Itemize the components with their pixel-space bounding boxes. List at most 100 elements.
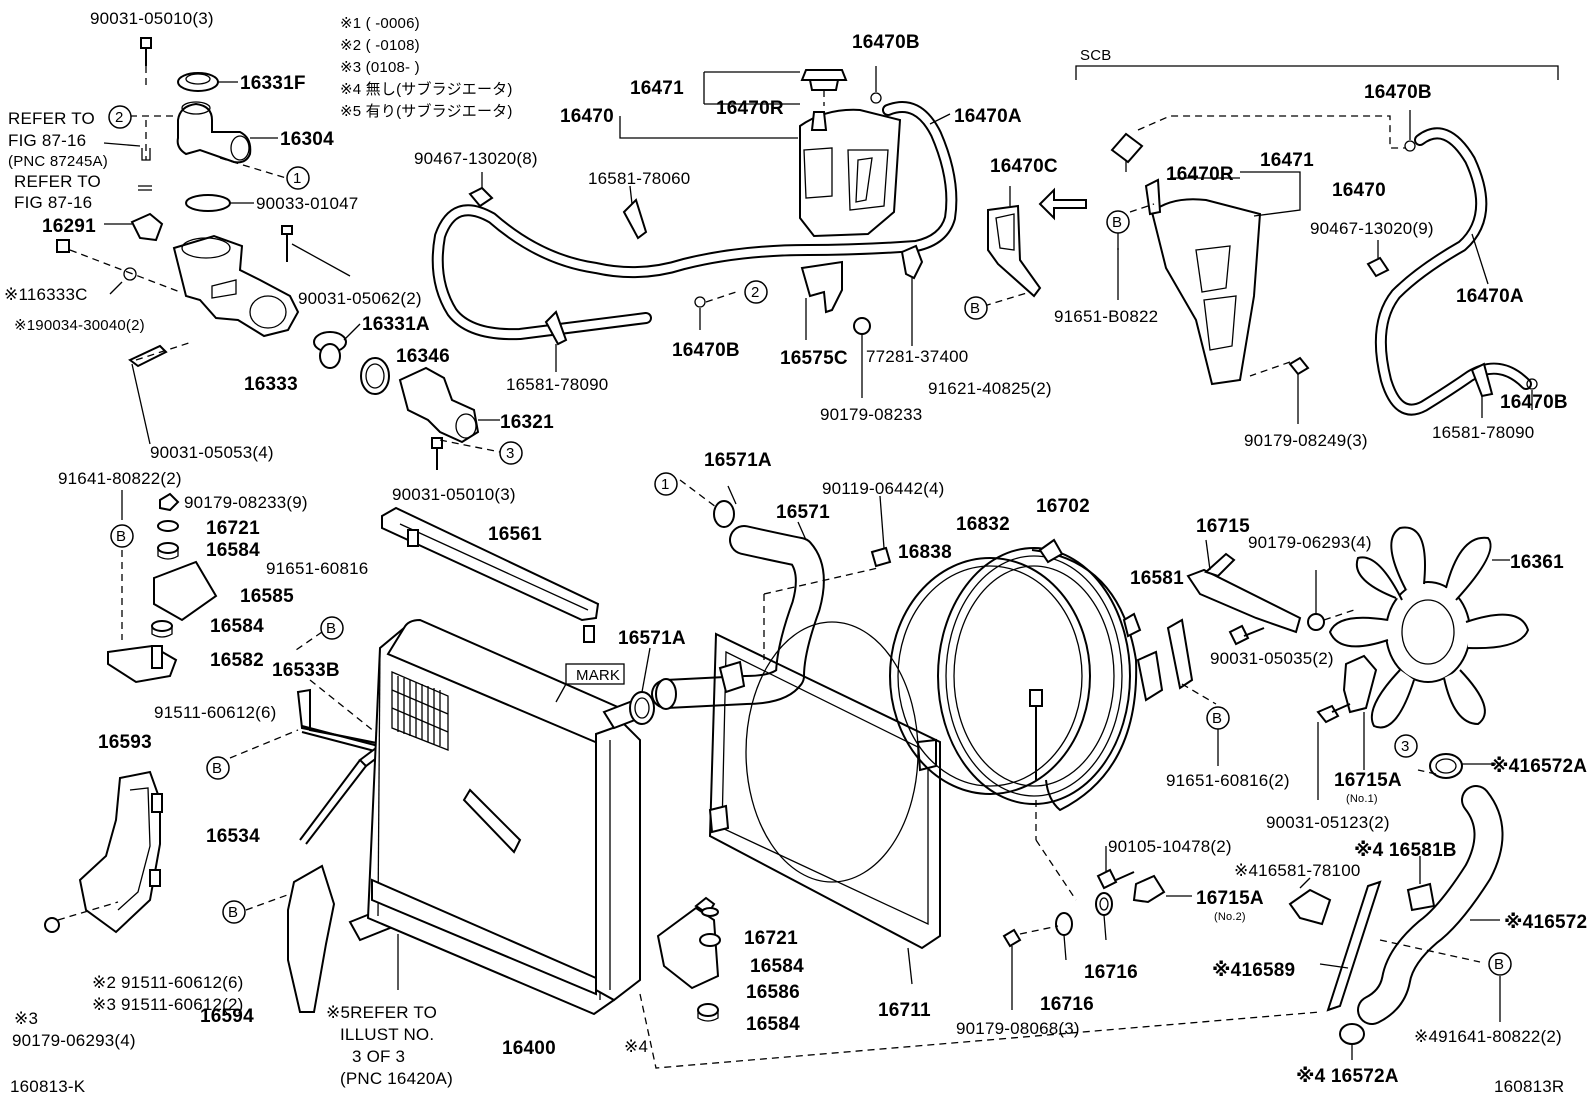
radiator-support-assembly <box>44 490 432 1013</box>
label-16584-c: 16584 <box>750 956 804 977</box>
callout-2-b: 2 <box>751 284 760 301</box>
note-4: ※4 無し(サブラジエータ) <box>340 80 513 98</box>
label-90031-05123: 90031-05123(2) <box>1266 813 1390 832</box>
label-16585: 16585 <box>240 586 294 607</box>
callout-markers <box>110 210 1512 976</box>
callout-B-f: B <box>1112 214 1122 231</box>
label-16471-right: 16471 <box>1260 150 1314 171</box>
label-16721-bot: 16721 <box>744 928 798 949</box>
label-90179-08249: 90179-08249(3) <box>1244 431 1368 450</box>
label-90179-08068: 90179-08068(3) <box>956 1019 1080 1038</box>
label-16589: ※416589 <box>1212 960 1295 981</box>
label-16582: 16582 <box>210 650 264 671</box>
label-16593: 16593 <box>98 732 152 753</box>
callout-1-b: 1 <box>661 476 670 493</box>
label-16470B-rbot: 16470B <box>1500 392 1568 413</box>
label-no1: (No.1) <box>1346 793 1378 805</box>
fan-bracket-assembly <box>1166 526 1530 1060</box>
label-16832: 16832 <box>956 514 1010 535</box>
label-16715A-no2: 16715A <box>1196 888 1264 909</box>
label-16346: 16346 <box>396 346 450 367</box>
label-16584-a: 16584 <box>206 540 260 561</box>
scb-reservoir-assembly <box>1075 65 1559 424</box>
label-16534: 16534 <box>206 826 260 847</box>
reservoir-tank-assembly <box>431 66 1087 398</box>
label-16470B-top: 16470B <box>852 32 920 53</box>
label-16711: 16711 <box>878 1000 931 1021</box>
label-16571A-mid: 16571A <box>618 628 686 649</box>
label-16361: 16361 <box>1510 552 1564 573</box>
label-16581: 16581 <box>1130 568 1184 589</box>
label-90179-08233-9: 90179-08233(9) <box>184 493 308 512</box>
water-outlet-assembly <box>56 37 523 470</box>
label-16331A: 16331A <box>362 314 430 335</box>
label-16400: 16400 <box>502 1038 556 1059</box>
label-90033-01047: 90033-01047 <box>256 194 358 213</box>
label-90179-06293-4-top: 90179-06293(4) <box>1248 533 1372 552</box>
label-77281-37400: 77281-37400 <box>866 347 968 366</box>
label-90467-13020-8: 90467-13020(8) <box>414 149 538 168</box>
callout-3-a: 3 <box>506 445 515 462</box>
label-16470C: 16470C <box>990 156 1058 177</box>
label-90119-06442: 90119-06442(4) <box>822 479 945 498</box>
label-16470B-right: 16470B <box>1364 82 1432 103</box>
label-16716-a: 16716 <box>1084 962 1138 983</box>
label-16575C: 16575C <box>780 348 848 369</box>
label-91641-80822-2: 91641-80822(2) <box>58 469 182 488</box>
label-no2: (No.2) <box>1214 911 1246 923</box>
note-1: ※1 ( -0006) <box>340 15 420 32</box>
callout-B-b: B <box>116 528 126 545</box>
label-16331F: 16331F <box>240 73 306 94</box>
label-90179-06293-s3: 90179-06293(4) <box>12 1031 136 1050</box>
label-16291: 16291 <box>42 216 96 237</box>
note-5: ※5 有り(サブラジエータ) <box>340 102 513 120</box>
label-note3-left: ※3 <box>14 1009 38 1028</box>
label-16716-b: 16716 <box>1040 994 1094 1015</box>
callout-B-e: B <box>228 904 238 921</box>
callout-marker-labels: 2 1 3 2 1 3 B B B B B B B B <box>115 109 1504 973</box>
label-16470R: 16470R <box>716 98 784 119</box>
callout-B-d: B <box>212 760 222 777</box>
label-16572: ※416572 <box>1504 912 1587 933</box>
label-91641-80822-r: ※491641-80822(2) <box>1414 1027 1562 1046</box>
label-16470A-right: 16470A <box>1456 286 1524 307</box>
label-16581-78100: ※416581-78100 <box>1234 861 1361 880</box>
label-90034-30040: ※190034-30040(2) <box>14 317 145 334</box>
label-16333C: ※116333C <box>4 285 88 304</box>
label-code-left: 160813-K <box>10 1077 86 1096</box>
label-16470B-mid: 16470B <box>672 340 740 361</box>
label-16533B: 16533B <box>272 660 340 681</box>
label-16321: 16321 <box>500 412 554 433</box>
label-16561: 16561 <box>488 524 542 545</box>
callout-B-c: B <box>326 620 336 637</box>
callout-B-h: B <box>1494 956 1504 973</box>
label-refer-illust-2: ILLUST NO. <box>340 1025 434 1044</box>
label-16571: 16571 <box>776 502 830 523</box>
callout-3-b: 3 <box>1401 738 1410 755</box>
cooling-fan <box>1328 526 1530 729</box>
label-16471: 16471 <box>630 78 684 99</box>
label-91511-60612-6: 91511-60612(6) <box>154 703 277 722</box>
label-code-right: 160813R <box>1494 1077 1564 1096</box>
label-16581-78090-right: 16581-78090 <box>1432 423 1534 442</box>
label-16702: 16702 <box>1036 496 1090 517</box>
label-90179-08233: 90179-08233 <box>820 405 922 424</box>
label-16581B: ※4 16581B <box>1354 840 1457 861</box>
label-refer-illust-3: 3 OF 3 <box>352 1047 405 1066</box>
label-16571A-top: 16571A <box>704 450 772 471</box>
label-90467-13020-9: 90467-13020(9) <box>1310 219 1434 238</box>
label-16584-b: 16584 <box>210 616 264 637</box>
callout-2-a: 2 <box>115 109 124 126</box>
label-16715A-no1: 16715A <box>1334 770 1402 791</box>
label-16304: 16304 <box>280 129 334 150</box>
label-16572A-bot: ※4 16572A <box>1296 1066 1399 1087</box>
label-16470-right: 16470 <box>1332 180 1386 201</box>
label-91511-60612-s3: ※3 91511-60612(2) <box>92 995 244 1014</box>
label-refer-fig-1: REFER TO <box>8 109 95 128</box>
label-90105-10478: 90105-10478(2) <box>1108 837 1232 856</box>
label-mark: MARK <box>576 667 620 684</box>
label-16572A-top: ※416572A <box>1490 756 1587 777</box>
radiator-core <box>391 671 449 751</box>
note-3: ※3 (0108- ) <box>340 59 420 76</box>
